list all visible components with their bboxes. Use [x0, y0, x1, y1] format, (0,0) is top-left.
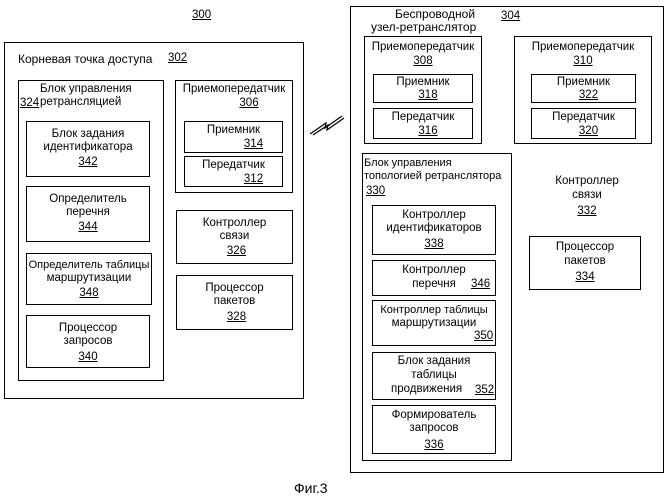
routing-table-determiner-block: Определитель таблицы маршрутизации 348 — [26, 253, 152, 305]
root-transmitter-number: 312 — [225, 173, 282, 186]
relay-b-transmitter-block: Передатчик 320 — [531, 108, 636, 139]
routing-table-controller-line2: маршрутизации — [373, 317, 495, 330]
root-packet-processor-block: Процессор пакетов 328 — [176, 275, 293, 330]
list-determiner-block: Определитель перечня 344 — [26, 186, 150, 242]
routing-table-determiner-line2: маршрутизации — [27, 272, 151, 285]
routing-table-determiner-number: 348 — [27, 287, 151, 300]
root-packet-processor-line2: пакетов — [177, 295, 292, 308]
list-determiner-line2: перечня — [27, 206, 149, 219]
list-determiner-line1: Определитель — [27, 193, 149, 206]
routing-table-controller-block: Контроллер таблицы маршрутизации 350 — [372, 300, 496, 346]
forwarding-table-line3: продвижения — [391, 383, 462, 396]
relay-comm-controller-line2: связи — [524, 189, 650, 202]
root-transceiver-number: 306 — [206, 97, 292, 110]
forwarding-table-line2: таблицы — [373, 369, 495, 382]
request-former-number: 336 — [373, 439, 495, 452]
root-comm-controller-block: Контроллер связи 326 — [176, 210, 293, 264]
relay-packet-processor-block: Процессор пакетов 334 — [529, 236, 641, 290]
root-transceiver-title: Приемопередатчик — [176, 83, 292, 96]
request-processor-line1: Процессор — [27, 322, 149, 335]
relay-comm-controller-block: Контроллер связи 332 — [524, 172, 650, 222]
relay-transceiver-b-number: 310 — [515, 55, 651, 68]
root-receiver-number: 314 — [225, 138, 282, 151]
routing-table-determiner-line1: Определитель таблицы — [27, 259, 151, 272]
relay-packet-processor-line2: пакетов — [530, 255, 640, 268]
request-former-block: Формирователь запросов 336 — [372, 405, 496, 454]
request-processor-block: Процессор запросов 340 — [26, 315, 150, 368]
relay-node-title-line2: узел-ретранслятор — [371, 21, 476, 34]
root-access-point-number: 302 — [168, 52, 187, 65]
figure-caption: Фиг.3 — [294, 480, 328, 496]
relay-a-receiver-label: Приемник — [374, 76, 472, 89]
relay-transceiver-b-title: Приемопередатчик — [515, 41, 651, 54]
forwarding-table-block: Блок задания таблицы продвижения 352 — [372, 352, 496, 400]
root-packet-processor-number: 328 — [181, 311, 292, 324]
relay-node-number: 304 — [501, 10, 520, 23]
request-former-line2: запросов — [373, 422, 495, 435]
root-receiver-label: Приемник — [185, 124, 282, 137]
topology-control-title-line1: Блок управления — [364, 157, 452, 170]
id-assign-line2: идентификатора — [27, 141, 149, 154]
root-packet-processor-line1: Процессор — [177, 282, 292, 295]
forwarding-table-number: 352 — [475, 384, 494, 397]
id-controller-block: Контроллер идентификаторов 338 — [372, 205, 496, 255]
id-controller-line1: Контроллер — [373, 209, 495, 222]
wireless-link-symbol — [308, 114, 346, 136]
root-comm-controller-line1: Контроллер — [177, 217, 292, 230]
relay-b-transmitter-label: Передатчик — [532, 111, 635, 124]
id-controller-line2: идентификаторов — [373, 222, 495, 235]
request-processor-line2: запросов — [27, 335, 149, 348]
root-receiver-block: Приемник 314 — [184, 121, 283, 153]
request-processor-number: 340 — [27, 351, 149, 364]
relay-transceiver-a-number: 308 — [365, 55, 481, 68]
relay-b-receiver-number: 322 — [542, 89, 635, 102]
relay-packet-processor-number: 334 — [530, 271, 640, 284]
relay-b-receiver-label: Приемник — [532, 76, 635, 89]
topology-control-title-line2: топологией ретранслятора — [364, 170, 501, 183]
relay-b-receiver-block: Приемник 322 — [531, 74, 636, 103]
relay-control-title-line1: Блок управления — [40, 83, 132, 96]
root-transmitter-label: Передатчик — [185, 159, 282, 172]
request-former-line1: Формирователь — [373, 409, 495, 422]
root-comm-controller-line2: связи — [177, 230, 292, 243]
root-comm-controller-number: 326 — [181, 245, 292, 258]
id-assign-number: 342 — [27, 156, 149, 169]
relay-a-transmitter-label: Передатчик — [374, 111, 472, 124]
list-controller-line1: Контроллер — [373, 264, 495, 277]
relay-control-title-line2: ретрансляцией — [40, 96, 121, 109]
relay-a-transmitter-number: 316 — [384, 125, 472, 138]
relay-comm-controller-number: 332 — [524, 205, 650, 218]
root-access-point-title: Корневая точка доступа — [18, 53, 152, 66]
id-controller-number: 338 — [373, 238, 495, 251]
relay-transceiver-a-title: Приемопередатчик — [365, 41, 481, 54]
id-assign-line1: Блок задания — [27, 128, 149, 141]
relay-packet-processor-line1: Процессор — [530, 241, 640, 254]
topology-control-number: 330 — [366, 185, 385, 198]
list-determiner-number: 344 — [27, 221, 149, 234]
forwarding-table-line1: Блок задания — [373, 355, 495, 368]
root-transmitter-block: Передатчик 312 — [184, 156, 283, 187]
routing-table-controller-line1: Контроллер таблицы — [373, 304, 495, 317]
relay-control-number: 324 — [20, 97, 39, 110]
routing-table-controller-number: 350 — [474, 330, 493, 343]
id-assign-block: Блок задания идентификатора 342 — [26, 121, 150, 177]
list-controller-block: Контроллер перечня 346 — [372, 260, 496, 296]
relay-a-receiver-block: Приемник 318 — [373, 74, 473, 103]
relay-comm-controller-line1: Контроллер — [524, 175, 650, 188]
list-controller-number: 346 — [471, 278, 490, 291]
relay-a-receiver-number: 318 — [384, 89, 472, 102]
relay-b-transmitter-number: 320 — [542, 125, 635, 138]
figure-number: 300 — [192, 9, 211, 22]
relay-a-transmitter-block: Передатчик 316 — [373, 108, 473, 139]
